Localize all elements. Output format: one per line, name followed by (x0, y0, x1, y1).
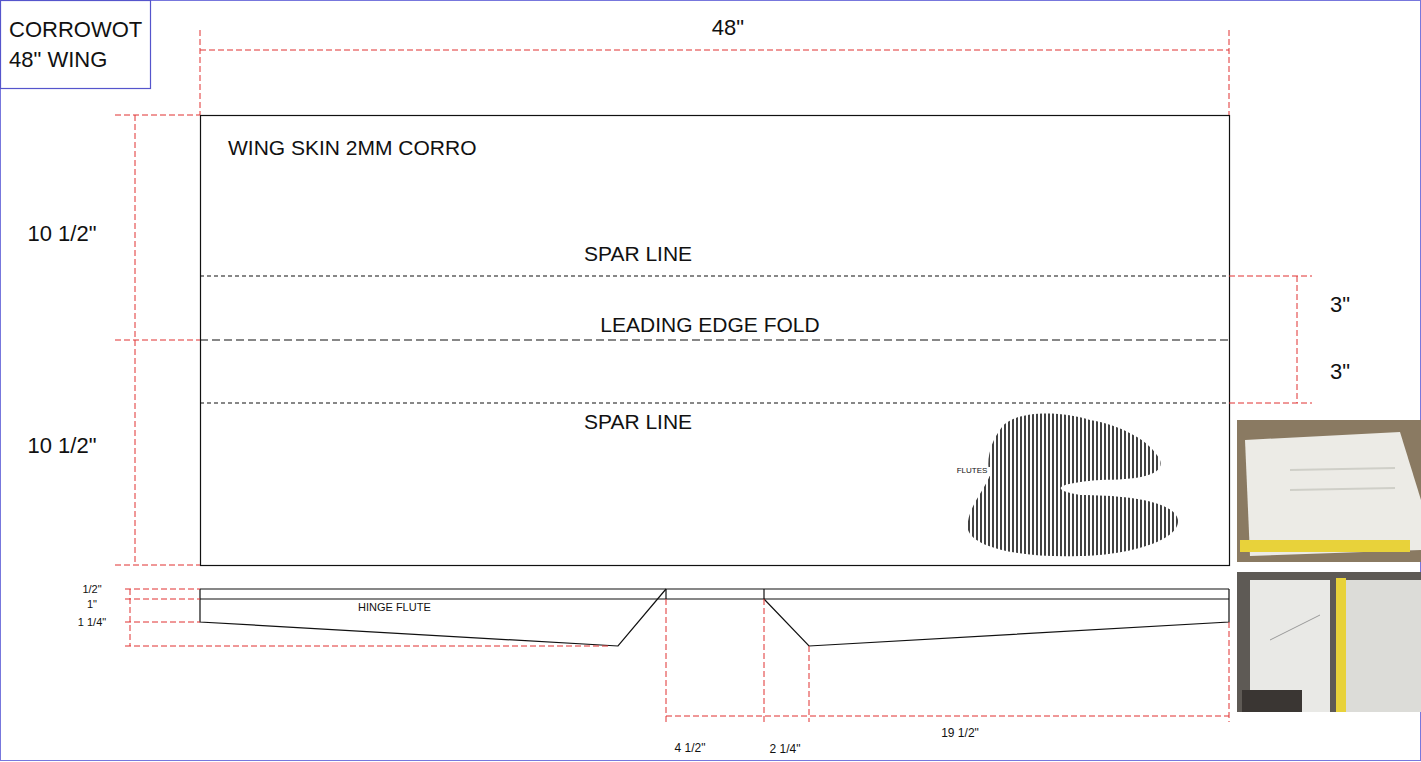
dimension-label: 2 1/4" (770, 743, 801, 756)
dimension-label: 3" (1330, 293, 1350, 317)
dimension-label: 1 1/4" (78, 616, 106, 628)
dimension-label: 3" (1330, 360, 1350, 384)
part-name: WING SKIN 2MM CORRO (228, 136, 477, 159)
photo-1 (1237, 420, 1421, 562)
title-box: CORROWOT 48" WING (1, 1, 150, 88)
line-label: SPAR LINE (584, 242, 692, 265)
dimension-label: 1" (87, 598, 97, 610)
dimension-label: 10 1/2" (28, 434, 97, 458)
photo-2 (1237, 572, 1421, 712)
line-label: FLUTES (954, 467, 991, 476)
drawing-title: CORROWOT 48" WING (9, 15, 139, 74)
dimension-label: 19 1/2" (941, 727, 979, 740)
dimension-label: 4 1/2" (675, 742, 706, 755)
aileron-strip: HINGE FLUTE (201, 589, 1229, 647)
wing-skin-panel: WING SKIN 2MM CORRO (201, 116, 1229, 565)
part-name: HINGE FLUTE (358, 601, 431, 613)
dimension-label: 48" (712, 16, 744, 40)
line-label: SPAR LINE (584, 410, 692, 433)
dimension-label: 10 1/2" (28, 222, 97, 246)
line-label: LEADING EDGE FOLD (597, 313, 822, 336)
dimension-label: 1/2" (82, 583, 101, 595)
